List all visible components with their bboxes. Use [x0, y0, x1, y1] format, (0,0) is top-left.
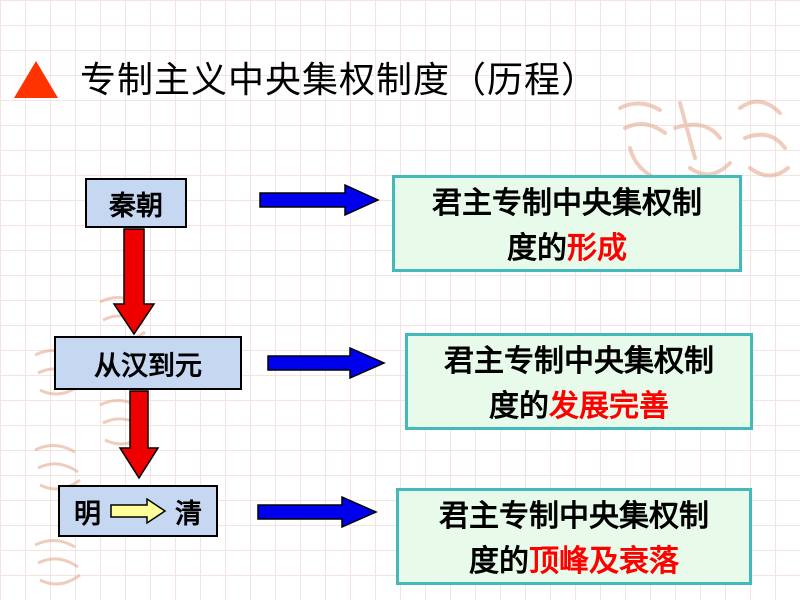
description-box-stage2: 君主专制中央集权制 度的发展完善 — [405, 333, 753, 430]
decorative-seal-watermark — [618, 99, 790, 180]
right-arrow-stage1 — [259, 183, 380, 217]
description-box-stage1: 君主专制中央集权制 度的形成 — [392, 175, 742, 272]
description-line1: 君主专制中央集权制 — [432, 186, 702, 221]
decorative-seal-small — [34, 539, 81, 586]
dynasty-box-ming-qing: 明 清 — [58, 485, 218, 537]
dynasty-label-qin: 秦朝 — [109, 190, 163, 222]
description-prefix: 度的 — [469, 544, 529, 579]
description-line2: 度的形成 — [395, 226, 739, 271]
description-line1: 君主专制中央集权制 — [439, 499, 709, 534]
decorative-seal-small — [99, 399, 146, 446]
right-arrow-stage3 — [257, 495, 378, 529]
description-box-stage3: 君主专制中央集权制 度的顶峰及衰落 — [396, 488, 752, 585]
description-line2: 度的发展完善 — [408, 384, 750, 429]
description-prefix: 度的 — [507, 231, 567, 266]
description-highlight: 发展完善 — [549, 389, 669, 424]
title-triangle-icon — [14, 61, 58, 98]
description-highlight: 顶峰及衰落 — [529, 544, 679, 579]
description-prefix: 度的 — [489, 389, 549, 424]
right-arrow-stage2 — [267, 346, 386, 380]
dynasty-label-qing: 清 — [175, 498, 202, 530]
description-line2: 度的顶峰及衰落 — [399, 539, 749, 584]
dynasty-box-qin: 秦朝 — [85, 178, 187, 228]
dynasty-label-han-to-yuan: 从汉到元 — [94, 350, 202, 382]
page-title: 专制主义中央集权制度（历程） — [80, 60, 599, 101]
description-highlight: 形成 — [567, 231, 627, 266]
dynasty-label-ming: 明 — [74, 498, 101, 530]
description-line1: 君主专制中央集权制 — [444, 344, 714, 379]
dynasty-box-han-to-yuan: 从汉到元 — [54, 336, 242, 390]
right-arrow-icon — [110, 498, 167, 524]
